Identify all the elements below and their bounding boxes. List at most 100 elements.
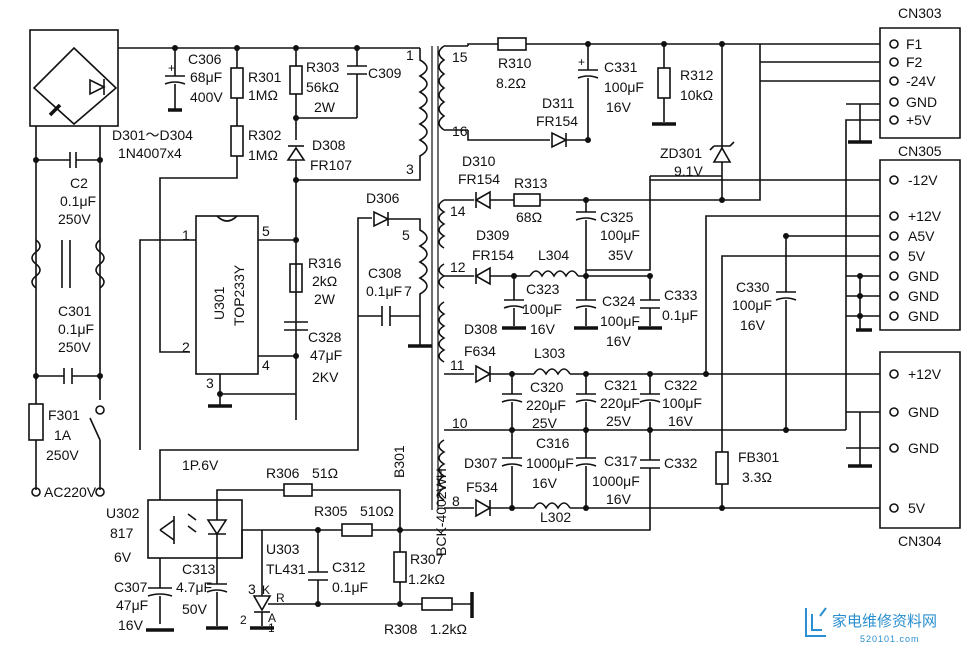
secondary-minus12v: 12 D309 FR154 L304 C323 100μF 16V C324 1… xyxy=(438,227,698,349)
r303-resistor xyxy=(289,65,303,95)
feedback-loop: 1P.6V U302 817 6V R306 51Ω C307 47μF 16V… xyxy=(106,457,474,637)
c306-value: 68μF xyxy=(190,69,222,85)
primary-winding: 1 3 xyxy=(296,47,428,181)
winding-pin-16: 16 xyxy=(452,123,468,139)
r303-power: 2W xyxy=(314,99,336,115)
cn305-pin-gnd-1: GND xyxy=(908,268,939,284)
u303-pin-2: 2 xyxy=(240,613,247,627)
r308-value: 1.2kΩ xyxy=(430,621,467,637)
c328-value: 47μF xyxy=(310,347,342,363)
l304-inductor xyxy=(529,270,579,278)
c2-ref: C2 xyxy=(70,175,88,191)
ac-terminal-right xyxy=(95,487,105,497)
c301-voltage: 250V xyxy=(58,339,91,355)
u303-pin-r: R xyxy=(276,591,285,605)
watermark-logo: 家电维修资料网 520101.com xyxy=(805,607,937,644)
cn303-pin-gnd: GND xyxy=(906,94,937,110)
u301-ref: U301 xyxy=(211,286,227,320)
f301-fuse: F301 1A 250V xyxy=(28,376,80,490)
d306-diode xyxy=(373,210,390,228)
u303-pin-k: K xyxy=(262,583,270,597)
ground-symbol xyxy=(48,103,62,117)
r307-ref: R307 xyxy=(410,551,444,567)
r306-resistor xyxy=(283,483,313,497)
c2-value: 0.1μF xyxy=(60,193,96,209)
cn304-pin-gnd-2: GND xyxy=(908,440,939,456)
cn303-pin-minus24v: -24V xyxy=(906,73,936,89)
c307-value: 47μF xyxy=(116,597,148,613)
winding-pin-11: 11 xyxy=(450,357,465,373)
c312-ref: C312 xyxy=(332,559,366,575)
r302-value: 1MΩ xyxy=(248,147,278,163)
c323-ref: C323 xyxy=(526,281,560,297)
c324-value: 100μF xyxy=(600,313,640,329)
c322-voltage: 16V xyxy=(668,413,694,429)
r312-value: 10kΩ xyxy=(680,87,713,103)
secondary-24v: 14 D310 FR154 R313 68Ω C325 100μF 35V ZD… xyxy=(438,44,761,276)
zd301-ref: ZD301 xyxy=(660,145,702,161)
c320-voltage: 25V xyxy=(532,415,558,431)
c333-value: 0.1μF xyxy=(662,307,698,323)
cn303-pin-f1: F1 xyxy=(906,36,923,52)
r305-value: 510Ω xyxy=(360,503,394,519)
r310-value: 8.2Ω xyxy=(496,75,526,91)
u302-voltage-note: 6V xyxy=(114,549,132,565)
watermark-logo-icon xyxy=(805,607,827,637)
l302-inductor xyxy=(533,502,571,510)
c308-value: 0.1μF xyxy=(366,283,402,299)
bridge-part: 1N4007x4 xyxy=(118,145,182,161)
cn304-connector: CN304 +12V GND GND 5V xyxy=(879,351,961,549)
bridge-diode-symbol xyxy=(89,78,106,96)
winding-pin-15: 15 xyxy=(452,49,468,65)
c307-ref: C307 xyxy=(114,579,148,595)
r307-resistor xyxy=(393,551,407,583)
c301-value: 0.1μF xyxy=(58,321,94,337)
r310-resistor xyxy=(497,37,527,51)
d308-ref-secondary: D308 xyxy=(464,321,498,337)
c313-voltage: 50V xyxy=(182,601,208,617)
cn304-pin-5v: 5V xyxy=(908,500,926,516)
r313-value: 68Ω xyxy=(516,209,542,225)
zd301-value: 9.1V xyxy=(674,163,703,179)
u301-part: TOP233Y xyxy=(231,264,247,326)
r312-ref: R312 xyxy=(680,67,714,83)
d311-diode xyxy=(551,131,568,149)
winding-pin-12: 12 xyxy=(450,259,466,275)
bridge-rectifier: D301～D304 1N4007x4 xyxy=(29,29,193,161)
c306-ref: C306 xyxy=(188,51,222,67)
d307-ref: D307 xyxy=(464,455,498,471)
winding-pin-7: 7 xyxy=(404,283,412,299)
cn305-pin-minus12v: -12V xyxy=(908,172,938,188)
secondary-ground-bus: 10 xyxy=(444,103,880,468)
c330-voltage: 16V xyxy=(740,317,766,333)
c321-value: 220μF xyxy=(600,395,640,411)
bridge-diamond xyxy=(32,46,118,126)
c316-voltage: 16V xyxy=(532,475,558,491)
r316-power: 2W xyxy=(314,291,336,307)
r306-value: 51Ω xyxy=(312,465,338,481)
d308-ref-primary: D308 xyxy=(312,137,346,153)
r316-ref: R316 xyxy=(308,255,342,271)
cn304-ref: CN304 xyxy=(898,533,942,549)
u303-ref: U303 xyxy=(266,541,300,557)
d310-diode xyxy=(474,190,491,210)
c301-capacitor: C301 0.1μF 250V xyxy=(33,303,103,384)
c322-ref: C322 xyxy=(664,377,698,393)
c331-ref: C331 xyxy=(604,59,638,75)
d308-f634-diode xyxy=(475,364,492,384)
watermark-text: 家电维修资料网 xyxy=(832,613,937,630)
r302-ref: R302 xyxy=(248,127,282,143)
u303-pin-a: A xyxy=(268,611,276,625)
bridge-ref: D301～D304 xyxy=(112,127,193,143)
svg-text:+: + xyxy=(168,61,175,75)
c306-voltage: 400V xyxy=(190,89,223,105)
u303-part: TL431 xyxy=(266,561,306,577)
r310-ref: R310 xyxy=(498,55,532,71)
f301-voltage: 250V xyxy=(46,447,79,463)
cn305-ref: CN305 xyxy=(898,143,942,159)
d310-ref: D310 xyxy=(462,153,496,169)
u301-pin-2: 2 xyxy=(182,339,190,355)
r316-c328-network: R316 2kΩ 2W C328 47μF 2KV xyxy=(284,255,342,385)
c328-voltage: 2KV xyxy=(312,369,339,385)
c333-ref: C333 xyxy=(664,287,698,303)
